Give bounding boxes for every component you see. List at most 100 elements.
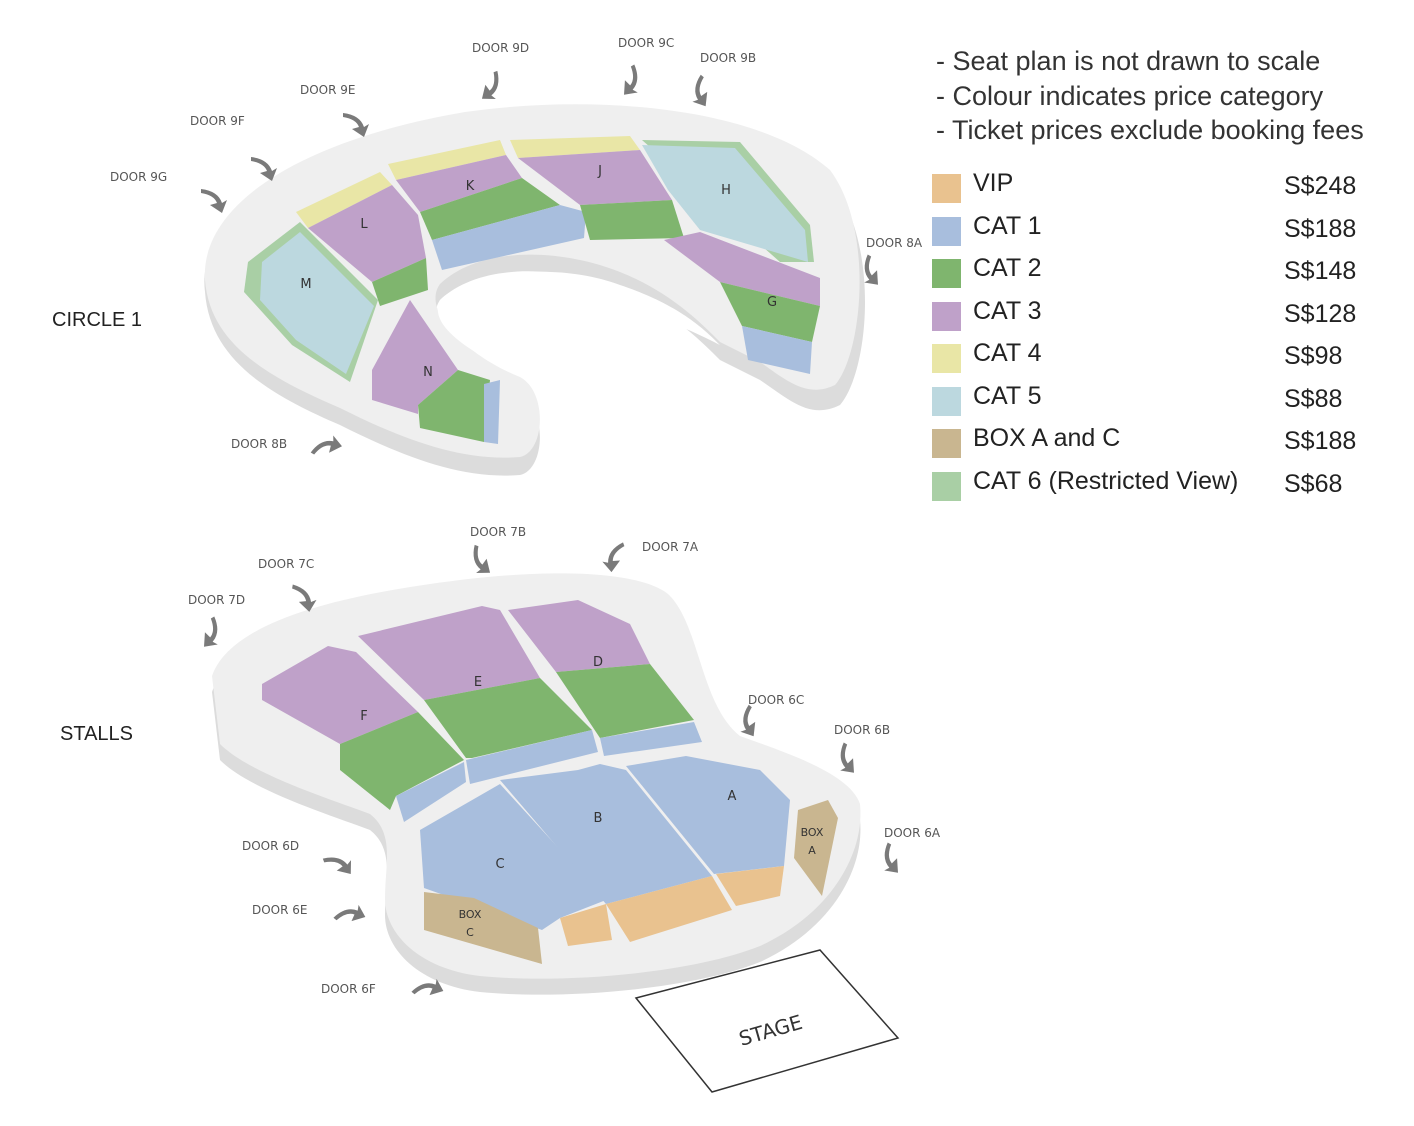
legend-label-cat2: CAT 2 xyxy=(973,254,1042,282)
legend-row-box: BOX A and C S$188 xyxy=(932,421,1392,464)
door-9f-arrow-icon xyxy=(251,157,277,181)
price-legend: VIP S$248 CAT 1 S$188 CAT 2 S$148 CAT 3 … xyxy=(932,166,1392,506)
legend-row-vip: VIP S$248 xyxy=(932,166,1392,209)
door-7b-arrow-icon xyxy=(465,544,498,578)
circle-1-level: K J H L M G N CIRCLE 1 xyxy=(52,104,865,476)
door-6a-label: DOOR 6A xyxy=(884,826,941,840)
section-d-cat1[interactable] xyxy=(600,722,702,756)
stalls-label: STALLS xyxy=(60,723,133,745)
box-a-label-1: BOX xyxy=(801,826,824,839)
section-d-cat3[interactable] xyxy=(508,600,650,672)
legend-swatch-cat4 xyxy=(932,344,961,373)
door-9b-label: DOOR 9B xyxy=(700,51,756,65)
legend-price-cat5: S$88 xyxy=(1284,384,1343,413)
section-d-label: D xyxy=(593,655,603,670)
section-f-cat2[interactable] xyxy=(340,712,464,810)
legend-swatch-box xyxy=(932,429,961,458)
section-b-cat1[interactable] xyxy=(500,764,712,904)
section-f-cat1[interactable] xyxy=(396,762,466,822)
circle-1-label: CIRCLE 1 xyxy=(52,309,142,331)
door-8a-label: DOOR 8A xyxy=(866,236,923,250)
section-n-cat2[interactable] xyxy=(418,370,490,442)
section-b-label: B xyxy=(594,811,603,826)
section-k-cat2[interactable] xyxy=(420,178,560,240)
box-c-label-2: C xyxy=(466,926,474,939)
legend-swatch-cat6 xyxy=(932,471,961,501)
section-f-label: F xyxy=(360,709,367,724)
section-e-label: E xyxy=(474,675,482,690)
seat-plan-notes: - Seat plan is not drawn to scale - Colo… xyxy=(936,44,1396,148)
section-d-cat2[interactable] xyxy=(556,664,694,738)
legend-swatch-cat2 xyxy=(932,259,961,288)
legend-row-cat5: CAT 5 S$88 xyxy=(932,379,1392,422)
legend-swatch-cat3 xyxy=(932,301,961,331)
door-7c-label: DOOR 7C xyxy=(258,557,314,571)
section-c-vip[interactable] xyxy=(560,904,612,946)
legend-price-vip: S$248 xyxy=(1284,172,1357,200)
legend-label-cat5: CAT 5 xyxy=(973,381,1042,410)
section-k-label: K xyxy=(466,179,475,194)
section-h-cat5[interactable] xyxy=(642,145,808,262)
section-h-label: H xyxy=(721,183,731,198)
door-9d-arrow-icon xyxy=(474,70,507,104)
door-7a-arrow-icon xyxy=(598,542,632,574)
section-g-cat1[interactable] xyxy=(742,326,812,374)
section-g-cat2[interactable] xyxy=(720,282,820,342)
section-l-label: L xyxy=(360,217,368,232)
section-k-cat1[interactable] xyxy=(432,205,586,270)
section-l-cat2[interactable] xyxy=(372,258,428,306)
section-j-cat2[interactable] xyxy=(580,200,684,240)
door-8b-arrow-icon xyxy=(310,429,345,465)
door-8b-label: DOOR 8B xyxy=(231,437,287,451)
section-n-cat1[interactable] xyxy=(484,380,500,444)
section-a-vip[interactable] xyxy=(716,866,784,906)
section-c-label: C xyxy=(495,857,504,872)
legend-label-vip: VIP xyxy=(973,169,1014,197)
section-b-vip[interactable] xyxy=(606,876,732,942)
section-e-cat3[interactable] xyxy=(358,606,540,700)
door-7d-arrow-icon xyxy=(193,616,228,652)
door-6b-arrow-icon xyxy=(830,742,865,778)
section-e-cat1[interactable] xyxy=(466,730,598,784)
box-a[interactable] xyxy=(794,800,838,896)
legend-swatch-vip xyxy=(932,174,961,203)
door-9c-arrow-icon xyxy=(613,64,648,100)
section-a-cat1[interactable] xyxy=(626,756,790,874)
section-l-cat3[interactable] xyxy=(308,185,426,282)
door-6f-label: DOOR 6F xyxy=(321,982,376,996)
section-c-cat1[interactable] xyxy=(420,784,606,930)
section-g-cat3[interactable] xyxy=(664,232,820,306)
section-j-cat4[interactable] xyxy=(510,136,640,158)
door-9c-label: DOOR 9C xyxy=(618,36,674,50)
legend-price-cat6: S$68 xyxy=(1284,469,1343,498)
legend-price-cat2: S$148 xyxy=(1284,257,1357,285)
section-m-cat5[interactable] xyxy=(260,232,374,374)
legend-price-cat1: S$188 xyxy=(1284,214,1357,243)
section-j-label: J xyxy=(597,164,602,179)
section-a-label: A xyxy=(728,789,737,804)
legend-label-cat3: CAT 3 xyxy=(973,296,1042,325)
door-9f-label: DOOR 9F xyxy=(190,114,245,128)
door-6d-label: DOOR 6D xyxy=(242,839,299,853)
section-k-cat4[interactable] xyxy=(388,140,506,180)
section-g-label: G xyxy=(767,295,777,310)
door-6d-arrow-icon xyxy=(322,849,356,882)
section-e-cat2[interactable] xyxy=(424,678,592,758)
note-colour: - Colour indicates price category xyxy=(936,80,1324,111)
box-c[interactable] xyxy=(424,892,542,964)
door-6b-label: DOOR 6B xyxy=(834,723,890,737)
section-j-cat3[interactable] xyxy=(518,150,672,205)
section-f-cat3[interactable] xyxy=(262,646,418,744)
legend-label-cat6: CAT 6 (Restricted View) xyxy=(973,466,1239,495)
legend-row-cat3: CAT 3 S$128 xyxy=(932,294,1392,337)
box-a-label-2: A xyxy=(808,844,816,857)
legend-row-cat4: CAT 4 S$98 xyxy=(932,336,1392,379)
box-c-label-1: BOX xyxy=(459,908,482,921)
section-l-cat4[interactable] xyxy=(296,172,392,228)
section-n-cat3[interactable] xyxy=(372,300,458,414)
note-fees: - Ticket prices exclude booking fees xyxy=(936,115,1364,145)
section-k-cat3[interactable] xyxy=(396,155,522,212)
door-6c-label: DOOR 6C xyxy=(748,693,804,707)
legend-label-cat4: CAT 4 xyxy=(973,339,1042,367)
